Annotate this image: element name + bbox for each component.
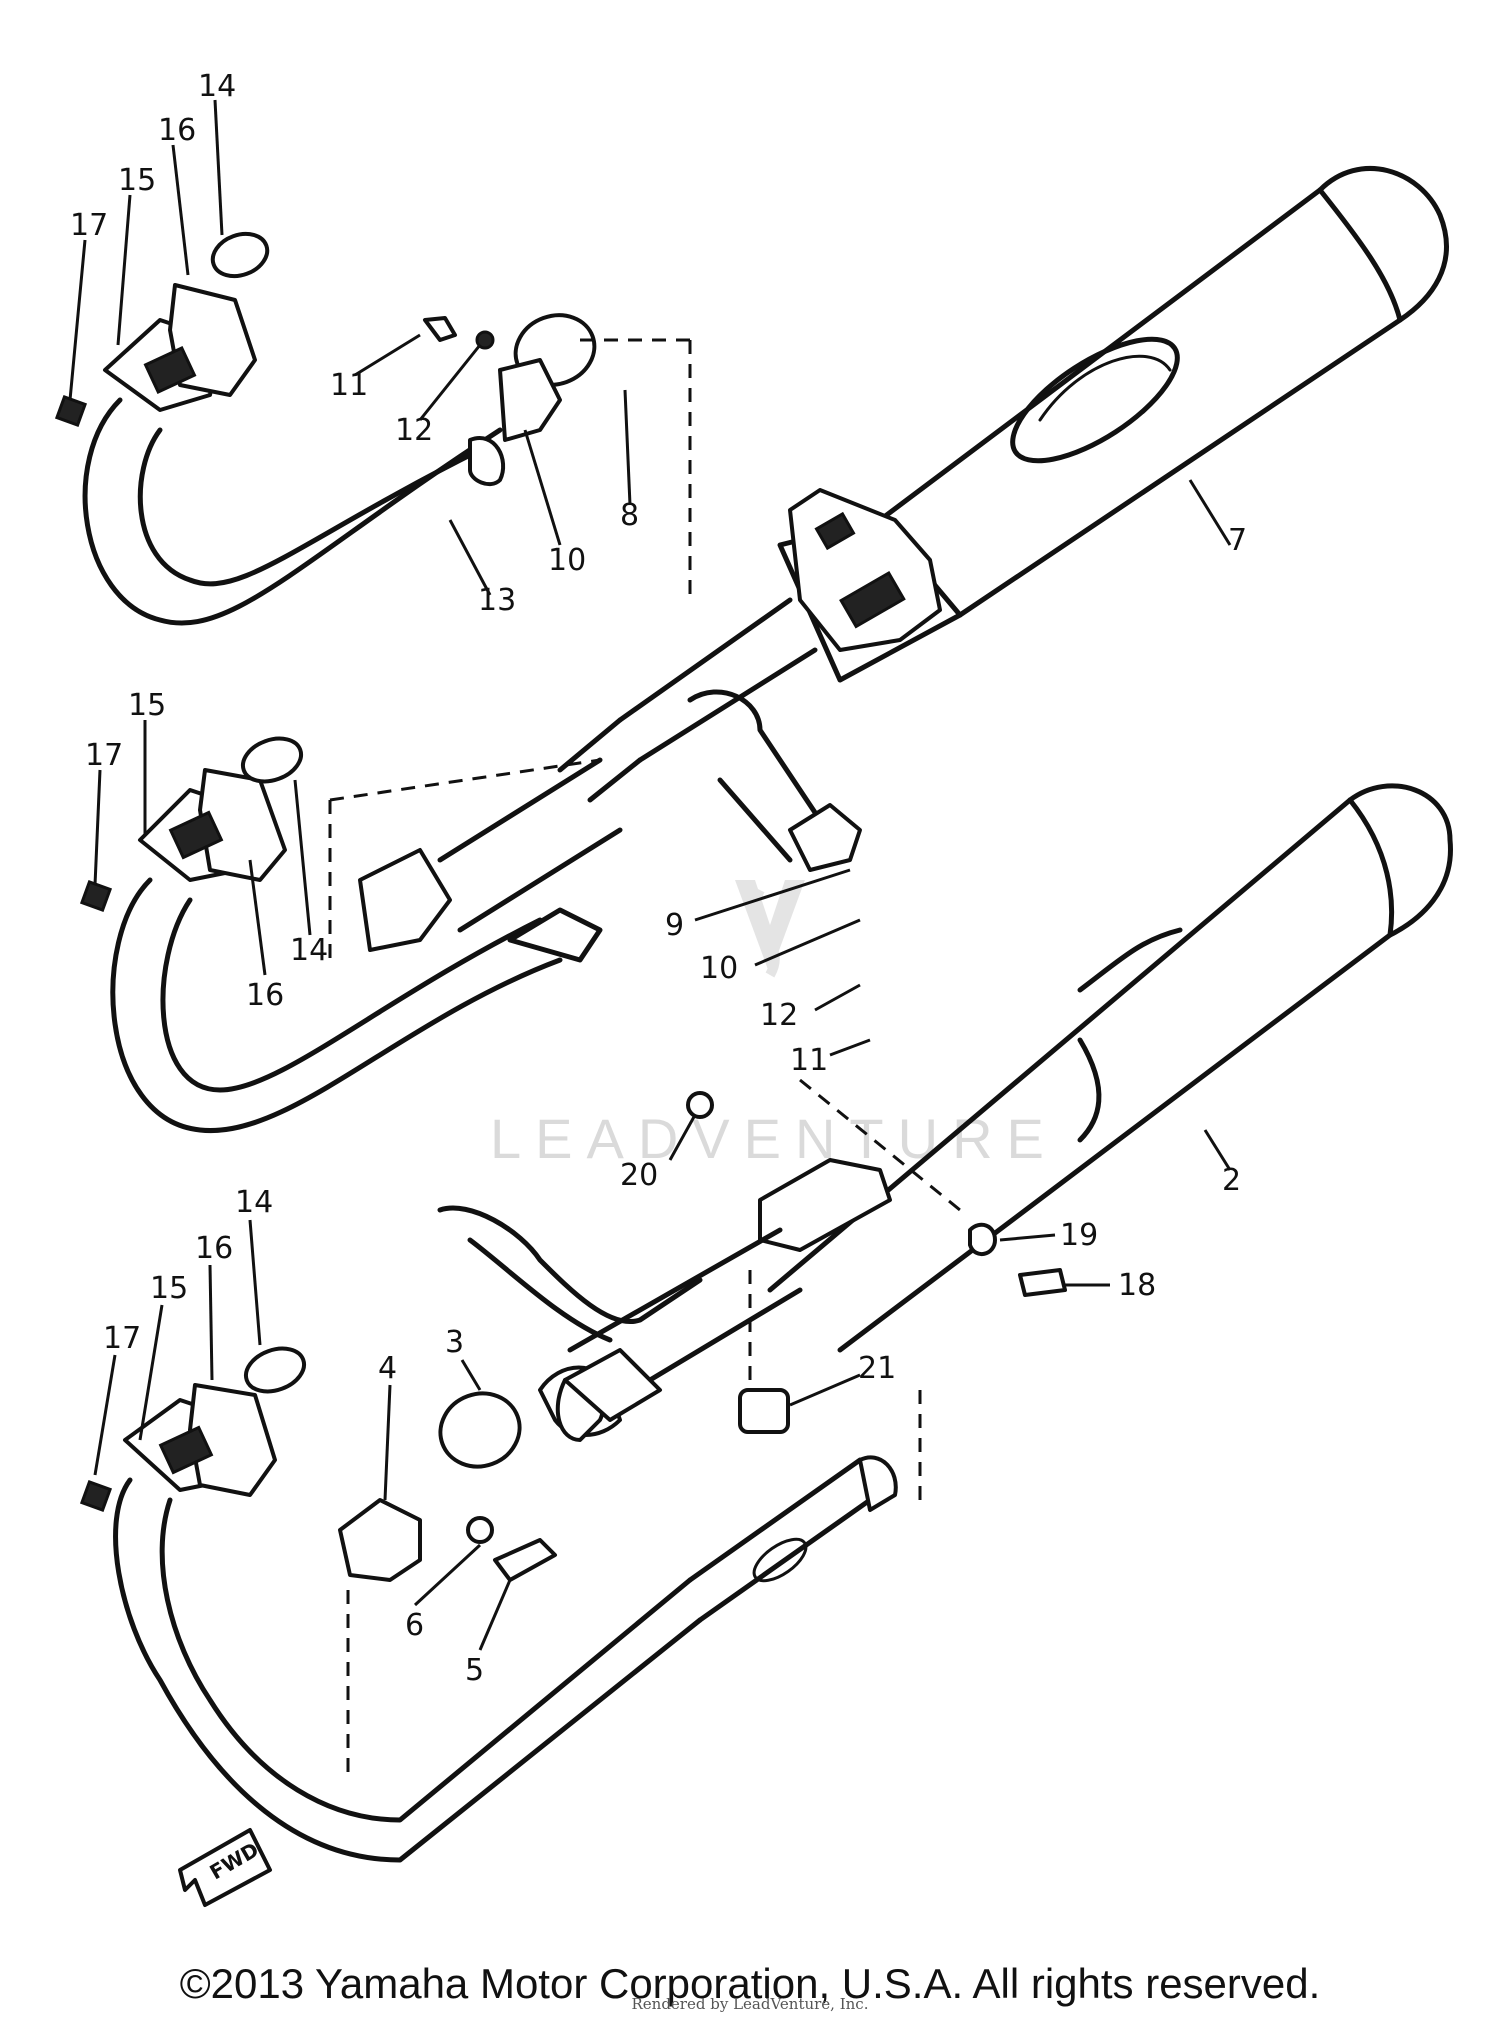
callout-10b: 10 [700,951,738,986]
leader-lines [68,99,1232,1651]
copyright-notice: ©2013 Yamaha Motor Corporation, U.S.A. A… [179,1960,1321,2007]
muffler-7 [557,166,1449,872]
callout-11b: 11 [790,1043,828,1078]
callout-2: 2 [1222,1163,1241,1198]
callout-6: 6 [405,1608,424,1643]
callout-4: 4 [378,1351,397,1386]
callout-16c: 16 [195,1231,233,1266]
callout-7: 7 [1228,523,1247,558]
callout-14c: 14 [235,1185,273,1220]
callout-9: 9 [665,908,684,943]
callout-3: 3 [445,1325,464,1360]
callout-17c: 17 [103,1321,141,1356]
callout-12b: 12 [760,998,798,1033]
render-credit: Rendered by LeadVenture, Inc. [631,1995,869,2013]
callout-15: 15 [118,163,156,198]
callout-16b: 16 [246,978,284,1013]
callout-labels: 14 16 15 17 11 12 10 8 13 7 15 17 14 16 … [70,69,1247,1688]
callout-12: 12 [395,413,433,448]
header-pipe-middle [79,736,623,1134]
header-pipe-bottom [79,1078,1067,1863]
callout-20: 20 [620,1158,658,1193]
callout-8: 8 [620,498,639,533]
muffler-2 [437,783,1453,1437]
callout-17b: 17 [85,738,123,773]
callout-13: 13 [478,583,516,618]
callout-18: 18 [1118,1268,1156,1303]
callout-21: 21 [858,1351,896,1386]
callout-11: 11 [330,368,368,403]
callout-15c: 15 [150,1271,188,1306]
callout-15b: 15 [128,688,166,723]
callout-16: 16 [158,113,196,148]
callout-10: 10 [548,543,586,578]
header-pipe-13 [54,231,692,626]
callout-14: 14 [198,69,236,104]
callout-19: 19 [1060,1218,1098,1253]
callout-17: 17 [70,208,108,243]
fwd-arrow-icon: FWD [178,1828,272,1907]
callout-5: 5 [465,1653,484,1688]
callout-14b: 14 [290,933,328,968]
